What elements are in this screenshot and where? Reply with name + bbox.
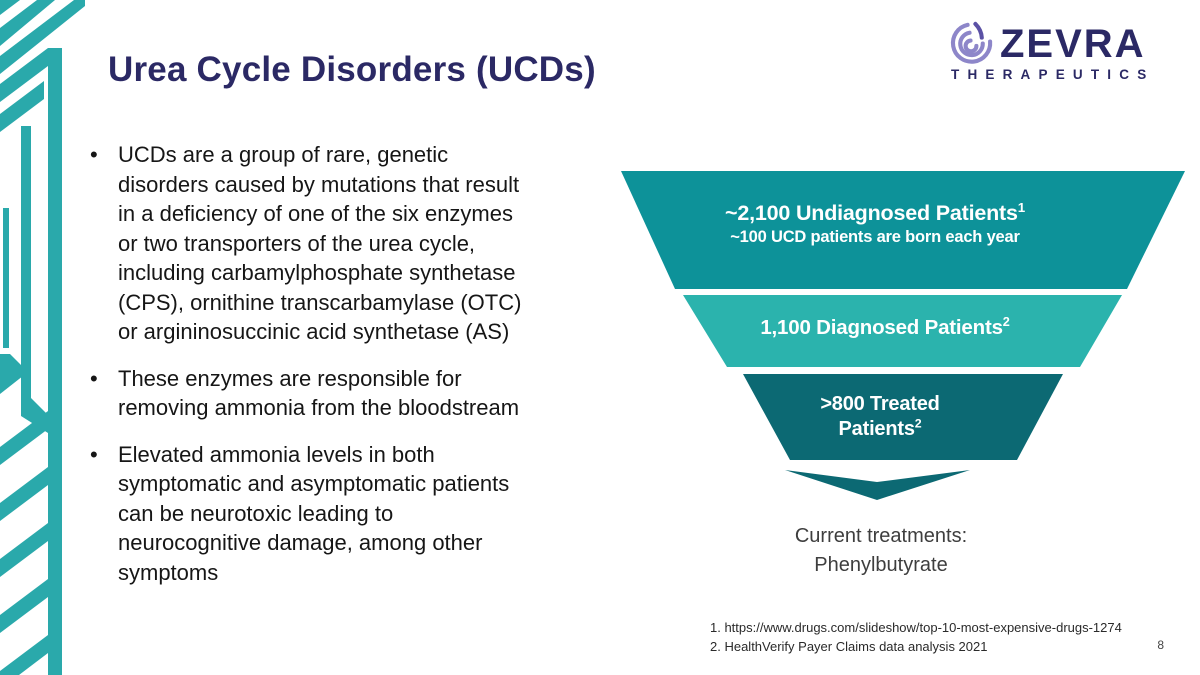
funnel-tier-treated-shape [743, 374, 1063, 460]
footnote-source-1: 1. https://www.drugs.com/slideshow/top-1… [710, 620, 1122, 635]
footnote-source-2: 2. HealthVerify Payer Claims data analys… [710, 638, 988, 654]
logo-brand-text: ZEVRA [1000, 21, 1146, 66]
zevra-logo: ZEVRA THERAPEUTICS [948, 20, 1172, 82]
footnotes-block: 1. https://www.drugs.com/slideshow/top-1… [710, 619, 1122, 656]
funnel-tier-diagnosed-shape [683, 295, 1122, 367]
funnel-tier-undiagnosed-shape [621, 171, 1185, 289]
footnote-ref-2: 2 [1002, 314, 1010, 330]
funnel-tier-undiagnosed-label: ~2,100 Undiagnosed Patients1 ~100 UCD pa… [600, 200, 1150, 248]
funnel-tier-treated-label: >800 Treated Patients2 [630, 392, 1130, 442]
footnote-ref-2b: 2 [914, 416, 922, 431]
current-treatments-caption: Current treatments: Phenylbutyrate [620, 522, 1142, 580]
funnel-tier-diagnosed-label: 1,100 Diagnosed Patients2 [635, 315, 1135, 340]
undiagnosed-count-text: ~2,100 Undiagnosed Patients [725, 201, 1018, 225]
slide-title: Urea Cycle Disorders (UCDs) [108, 50, 596, 89]
footnote-ref-1: 1 [1017, 199, 1025, 215]
caption-line-1: Current treatments: [794, 525, 968, 547]
undiagnosed-subtitle-text: ~100 UCD patients are born each year [730, 228, 1020, 246]
bullet-item-enzyme-function: These enzymes are responsible for removi… [88, 364, 596, 423]
stripe-shapes [0, 0, 85, 675]
diagnosed-count-text: 1,100 Diagnosed Patients [760, 316, 1003, 339]
patient-funnel-diagram: ~2,100 Undiagnosed Patients1 ~100 UCD pa… [600, 160, 1200, 580]
zevra-zebra-swirl-icon [950, 21, 993, 64]
treated-count-text: >800 Treated [820, 393, 940, 415]
bullet-item-ucd-definition: UCDs are a group of rare, genetic disord… [88, 140, 596, 347]
left-stripe-decoration [0, 0, 85, 675]
logo-tagline-text: THERAPEUTICS [951, 67, 1155, 82]
page-number: 8 [1157, 638, 1164, 652]
bullet-item-ammonia-effects: Elevated ammonia levels in both symptoma… [88, 440, 596, 588]
bullet-list: UCDs are a group of rare, genetic disord… [88, 140, 596, 604]
treated-count-text-line2: Patients [838, 418, 915, 440]
caption-line-2: Phenylbutyrate [814, 554, 948, 576]
